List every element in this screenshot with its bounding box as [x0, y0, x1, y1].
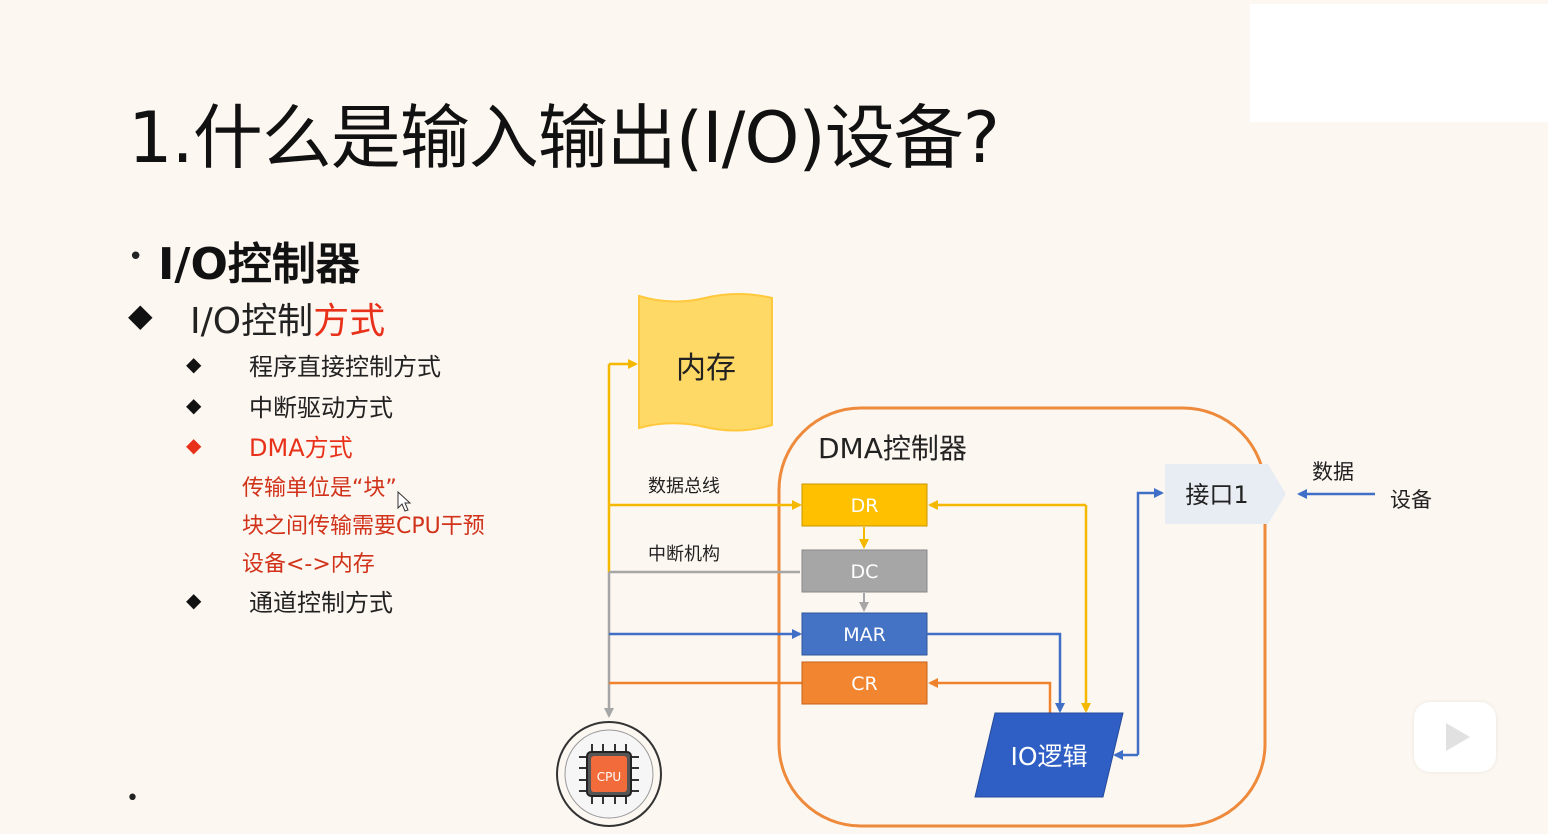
diamond-icon: ◆: [186, 352, 202, 376]
io-logic-block: [974, 712, 1124, 798]
slide-title: 1.什么是输入输出(I/O)设备?: [128, 97, 1000, 179]
mouse-cursor-icon: [397, 490, 412, 512]
memory-block: [638, 293, 773, 432]
arrow-mar-to-io: [927, 632, 1065, 713]
dr-register: [801, 483, 928, 527]
cpu-icon: CPU: [556, 721, 662, 827]
dma-controller-box: [777, 406, 1267, 828]
memory-label: 内存: [676, 351, 736, 386]
dma-note-block-unit: 传输单位是“块”: [242, 476, 397, 501]
dc-label: DC: [851, 561, 879, 583]
corner-overlay-panel: [1250, 4, 1548, 122]
bullet-dot-icon: •: [126, 786, 139, 811]
diamond-icon: ◆: [128, 296, 153, 334]
dc-register: [801, 549, 928, 593]
cr-register: [801, 661, 928, 705]
device-label: 设备: [1390, 488, 1432, 512]
interface-box: [1165, 464, 1286, 524]
interface-label: 接口1: [1185, 481, 1248, 509]
arrow-io-to-cr: [928, 678, 1052, 713]
heading-io-controller: I/O控制器: [158, 239, 360, 290]
subheading-black: I/O控制: [190, 301, 314, 342]
data-bus-label: 数据总线: [648, 476, 720, 497]
data-label: 数据: [1312, 460, 1354, 484]
diamond-icon: ◆: [186, 588, 202, 612]
dma-note-cpu-intervention: 块之间传输需要CPU干预: [242, 514, 485, 539]
cr-label: CR: [851, 673, 877, 695]
bullet-dot-icon: •: [128, 242, 144, 272]
play-button[interactable]: [1414, 702, 1496, 772]
interrupt-label: 中断机构: [648, 544, 720, 565]
diamond-red-icon: ◆: [186, 433, 202, 457]
subheading-red: 方式: [313, 301, 386, 342]
arrow-io-to-interface: [1136, 488, 1164, 755]
item-interrupt-driven: 中断驱动方式: [249, 394, 393, 422]
item-program-direct-control: 程序直接控制方式: [249, 353, 441, 381]
dr-label: DR: [851, 495, 879, 517]
dma-controller-label: DMA控制器: [818, 432, 967, 465]
io-logic-label: IO逻辑: [1010, 742, 1087, 771]
mar-register: [801, 612, 928, 656]
mar-label: MAR: [843, 624, 886, 646]
cpu-label: CPU: [597, 770, 621, 784]
item-dma-mode: DMA方式: [249, 434, 353, 462]
play-icon: [1446, 723, 1470, 751]
item-channel-control: 通道控制方式: [249, 589, 393, 617]
subheading-io-control-mode: I/O控制方式: [190, 292, 385, 344]
dma-note-device-memory: 设备<->内存: [242, 552, 375, 577]
diamond-icon: ◆: [186, 393, 202, 417]
